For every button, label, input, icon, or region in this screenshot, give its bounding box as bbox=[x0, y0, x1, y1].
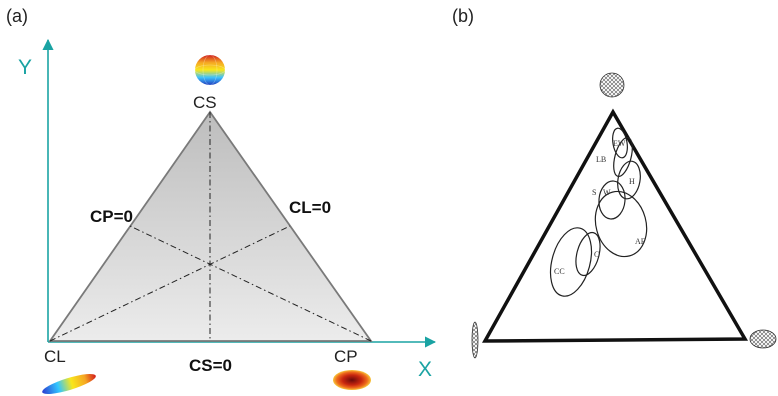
ellipse-ew bbox=[612, 127, 628, 159]
vertex-cl-label: CL bbox=[44, 347, 66, 366]
ellipse-labels: EW LB H S W AF C CC bbox=[554, 139, 646, 276]
panel-a: (a) Y X CS CL CP CP=0 CL=0 CS=0 bbox=[6, 6, 437, 394]
scatter-triangle bbox=[482, 108, 749, 343]
tract-ellipses bbox=[549, 127, 648, 297]
label-h: H bbox=[629, 177, 635, 186]
y-axis-label: Y bbox=[18, 56, 32, 79]
label-c: C bbox=[594, 250, 599, 259]
cl-zero-label: CL=0 bbox=[289, 198, 331, 217]
label-cc: CC bbox=[554, 267, 565, 276]
ellipse-lb bbox=[613, 136, 633, 178]
label-w: W bbox=[603, 188, 611, 197]
ellipse-af bbox=[594, 190, 648, 258]
cp-zero-label: CP=0 bbox=[90, 207, 133, 226]
linear-rod-glyph bbox=[42, 374, 96, 394]
panel-b: (b) EW LB H S W AF bbox=[452, 6, 777, 359]
x-axis-label: X bbox=[418, 358, 432, 381]
ellipse-c bbox=[575, 231, 601, 277]
label-af: AF bbox=[635, 237, 646, 246]
panel-b-label: (b) bbox=[452, 6, 474, 26]
ellipse-cc bbox=[549, 227, 593, 297]
label-ew: EW bbox=[613, 139, 626, 148]
median-lines bbox=[49, 112, 372, 342]
label-lb: LB bbox=[596, 155, 606, 164]
vertex-cs-label: CS bbox=[193, 93, 217, 112]
rod-mesh-icon bbox=[471, 321, 479, 359]
disk-mesh-icon bbox=[749, 329, 777, 349]
sphere-glyph bbox=[194, 54, 226, 86]
vertex-cp-label: CP bbox=[334, 347, 358, 366]
cs-zero-label: CS=0 bbox=[189, 356, 232, 375]
ellipse-sw bbox=[598, 180, 626, 220]
label-s: S bbox=[592, 188, 596, 197]
planar-disk-glyph bbox=[333, 370, 371, 390]
panel-a-label: (a) bbox=[6, 6, 28, 26]
ellipse-h bbox=[617, 160, 641, 200]
sphere-mesh-icon bbox=[599, 72, 625, 98]
